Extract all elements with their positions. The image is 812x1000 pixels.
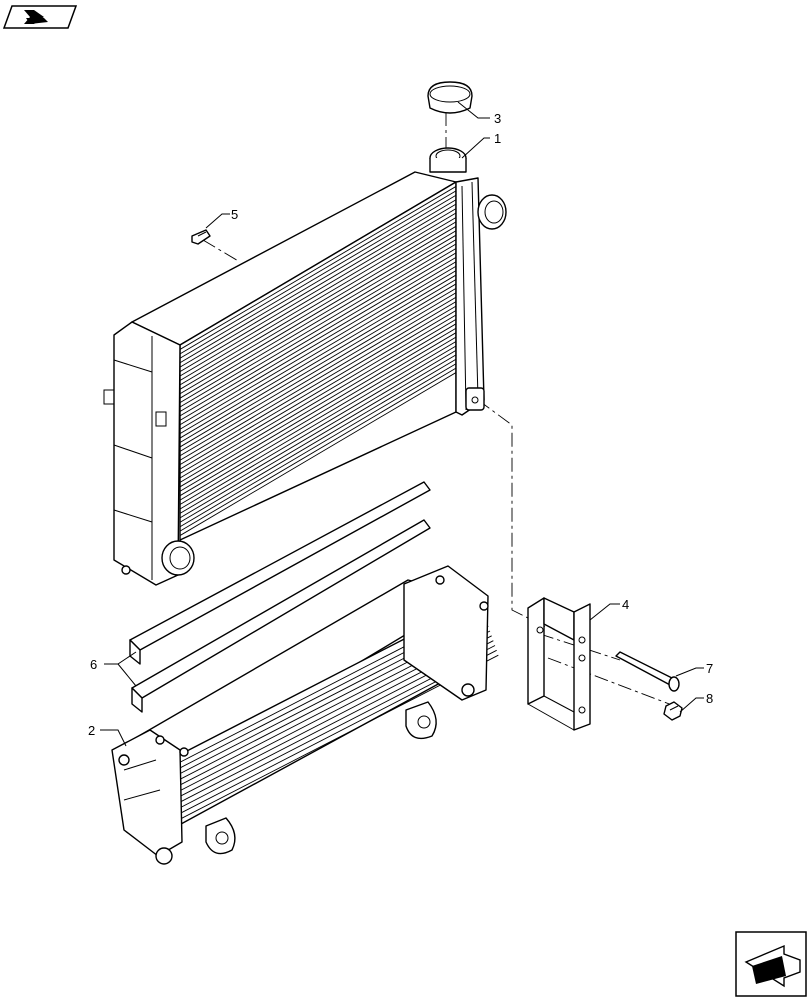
- next-page-arrow-icon[interactable]: [735, 931, 807, 997]
- seal-strips: [129, 481, 431, 713]
- pin: [615, 651, 680, 692]
- callout-2: 2: [88, 723, 95, 738]
- cooler: [111, 565, 499, 865]
- radiator-cap: [427, 81, 473, 114]
- radiator-core-fins: [179, 186, 457, 536]
- callout-8: 8: [706, 691, 713, 706]
- radiator: [103, 147, 507, 586]
- callout-5: 5: [231, 207, 238, 222]
- callout-6: 6: [90, 657, 97, 672]
- bolt: [663, 701, 683, 721]
- clip: [191, 229, 211, 245]
- callout-3: 3: [494, 111, 501, 126]
- callout-7: 7: [706, 661, 713, 676]
- callout-1: 1: [494, 131, 501, 146]
- callout-leaders: [100, 101, 704, 747]
- callout-4: 4: [622, 597, 629, 612]
- callout-labels: 3 1 5 4 7 8 2 6: [88, 111, 713, 738]
- assembly-centerlines: [202, 112, 673, 706]
- return-to-index-icon[interactable]: [2, 5, 78, 29]
- bracket: [527, 597, 591, 731]
